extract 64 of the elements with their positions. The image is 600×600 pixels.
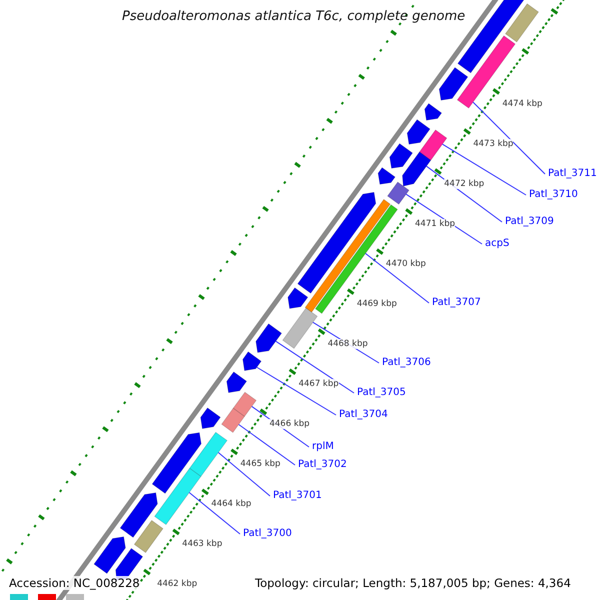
leader-line <box>275 340 354 394</box>
gene-label: Patl_3706 <box>382 357 431 369</box>
pointed-gene-block <box>200 407 221 429</box>
scale-label: 4474 kbp <box>502 98 542 109</box>
gene-label: Patl_3707 <box>432 297 481 309</box>
gene-bar <box>154 468 202 526</box>
pointed-gene-block <box>389 143 413 169</box>
gene-bar <box>189 432 228 477</box>
gene-bar <box>387 182 410 205</box>
leader-line <box>238 424 296 466</box>
accession-text: Accession: NC_008228 <box>9 576 140 590</box>
gene-label: Patl_3709 <box>505 216 554 228</box>
gene-label: Patl_3700 <box>243 528 292 540</box>
leader-line <box>472 102 546 174</box>
gene-bar <box>232 392 257 417</box>
scale-label: 4470 kbp <box>386 258 426 269</box>
scale-label: 4471 kbp <box>415 218 456 229</box>
gene-bar <box>134 520 164 554</box>
genome-summary-text: Topology: circular; Length: 5,187,005 bp; Genes: 4,364 <box>255 576 571 590</box>
scale-label: 4467 kbp <box>298 379 339 390</box>
pointed-gene-block <box>94 536 126 574</box>
pointed-gene-block <box>288 287 308 309</box>
pointed-gene-block <box>297 192 376 294</box>
leader-line <box>406 194 482 244</box>
pointed-gene-block <box>226 371 248 393</box>
leader-line <box>365 252 430 304</box>
scale-label: 4464 kbp <box>211 499 252 510</box>
pointed-gene-block <box>152 432 202 494</box>
gene-label: acpS <box>485 238 510 250</box>
gene-bar <box>66 594 84 600</box>
scale-label: 4473 kbp <box>473 138 514 149</box>
gene-bar <box>282 308 318 349</box>
pointed-gene-block <box>120 492 158 538</box>
leader-line <box>188 492 240 534</box>
scale-label: 4462 kbp <box>157 579 198 590</box>
gene-label: Patl_3710 <box>529 189 578 201</box>
scale-label: 4468 kbp <box>328 339 368 350</box>
pointed-gene-block <box>378 167 396 185</box>
scale-label: 4465 kbp <box>240 459 280 470</box>
title: Pseudoalteromonas atlantica T6c, complete genome <box>122 9 466 24</box>
gene-bar <box>38 594 56 600</box>
gene-bar <box>419 129 448 161</box>
pointed-gene-block <box>406 119 430 145</box>
scale-label: 4466 kbp <box>269 419 310 430</box>
gene-label: Patl_3701 <box>273 490 322 502</box>
leader-line <box>218 452 270 496</box>
scale-label: 4472 kbp <box>444 178 484 189</box>
gene-bar <box>504 3 539 42</box>
gene-label: Patl_3704 <box>339 409 388 421</box>
gene-bar <box>221 408 245 433</box>
scale-label: 4469 kbp <box>356 299 397 309</box>
scale-label: 4463 kbp <box>182 539 222 550</box>
leader-line <box>256 366 336 416</box>
pointed-gene-block <box>256 323 282 353</box>
gene-label: rplM <box>312 441 334 453</box>
pointed-gene-block <box>242 351 262 371</box>
pointed-gene-block <box>402 151 432 186</box>
gene-label: Patl_3705 <box>357 387 406 399</box>
leader-line <box>442 144 526 196</box>
pointed-gene-block <box>438 67 468 101</box>
gene-label: Patl_3702 <box>298 459 347 471</box>
pointed-gene-block <box>424 103 442 121</box>
gene-bar <box>10 594 28 600</box>
gene-label: Patl_3711 <box>548 168 597 180</box>
